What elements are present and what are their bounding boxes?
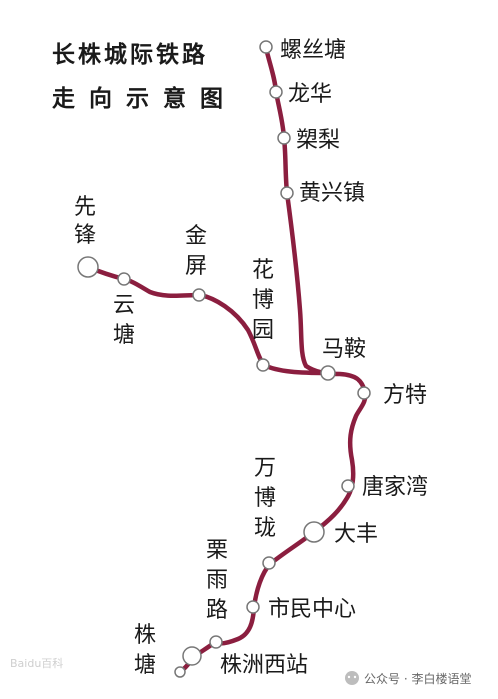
station-marker-dafeng (303, 521, 325, 543)
station-marker-zhuzhouxizhan (182, 646, 202, 666)
station-marker-fangte (357, 386, 371, 400)
wechat-logo-icon (345, 671, 359, 685)
station-label-maan: 马鞍 (322, 337, 366, 362)
station-marker-wanbolong (262, 556, 276, 570)
station-marker-huaboyuan (256, 358, 270, 372)
map-title-line1: 长株城际铁路 (52, 41, 208, 68)
station-label-zhutang: 株塘 (134, 623, 156, 678)
station-label-sili: 槊梨 (296, 128, 340, 153)
station-marker-zhutang (174, 666, 186, 678)
wechat-account-watermark: 公众号 · 李白楼语堂 (345, 671, 471, 686)
station-marker-xianfeng (77, 256, 99, 278)
station-marker-luositang (259, 40, 273, 54)
station-marker-jinping (192, 288, 206, 302)
station-label-dafeng: 大丰 (334, 522, 378, 547)
station-label-huaboyuan: 花博园 (252, 258, 274, 343)
map-title-line2: 走 向 示 意 图 (52, 85, 226, 112)
station-label-jinping: 金屏 (185, 224, 207, 279)
station-label-liyulu: 栗雨路 (206, 538, 228, 623)
station-label-fangte: 方特 (383, 383, 427, 408)
station-label-huangxingzhen: 黄兴镇 (299, 181, 365, 206)
station-label-zhuzhouxizhan: 株洲西站 (220, 653, 308, 678)
station-label-longhua: 龙华 (288, 82, 332, 107)
station-marker-sili (277, 131, 291, 145)
station-marker-yuntang (117, 272, 131, 286)
station-marker-longhua (269, 85, 283, 99)
station-label-tangjiawan: 唐家湾 (362, 475, 428, 500)
station-label-yuntang: 云塘 (113, 293, 135, 348)
station-marker-tangjiawan (341, 479, 355, 493)
station-label-wanbolong: 万博珑 (254, 456, 276, 541)
station-marker-huangxingzhen (280, 186, 294, 200)
station-marker-liyulu (209, 635, 223, 649)
wechat-account-text: 公众号 · 李白楼语堂 (364, 671, 471, 686)
station-label-shiminzhongxin: 市民中心 (268, 597, 356, 622)
baidu-watermark: Baidu百科 (10, 656, 63, 670)
station-label-luositang: 螺丝塘 (280, 38, 346, 63)
station-label-xianfeng: 先锋 (74, 195, 96, 248)
station-marker-maan (320, 365, 336, 381)
station-marker-shiminzhongxin (246, 600, 260, 614)
